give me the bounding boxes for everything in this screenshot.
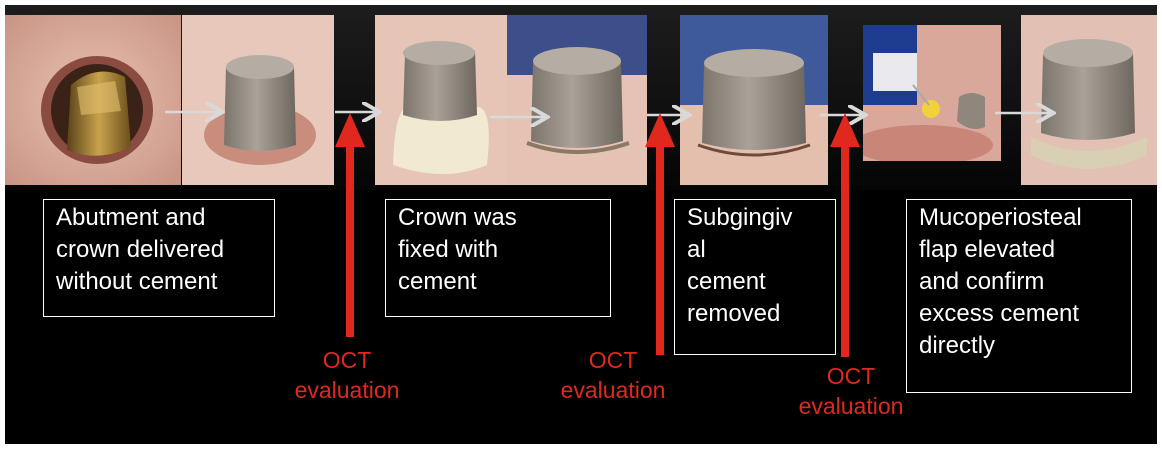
oct-label-1-line2: evaluation: [277, 375, 417, 405]
step-1-caption: Abutment and crown delivered without cem…: [43, 199, 275, 317]
oct-label-2: OCT evaluation: [543, 345, 683, 405]
oct-label-3-line2: evaluation: [781, 391, 921, 421]
oct-label-1-line1: OCT: [277, 345, 417, 375]
oct-label-1: OCT evaluation: [277, 345, 417, 405]
oct-arrow-1: [335, 113, 365, 337]
oct-label-3: OCT evaluation: [781, 361, 921, 421]
oct-arrow-2: [645, 113, 675, 355]
step-3-caption: Subgingiv al cement removed: [674, 199, 836, 355]
step-2-caption: Crown was fixed with cement: [385, 199, 611, 317]
oct-label-3-line1: OCT: [781, 361, 921, 391]
oct-label-2-line1: OCT: [543, 345, 683, 375]
figure: Abutment and crown delivered without cem…: [5, 5, 1157, 444]
oct-label-2-line2: evaluation: [543, 375, 683, 405]
step-4-caption: Mucoperiosteal flap elevated and confirm…: [906, 199, 1132, 393]
